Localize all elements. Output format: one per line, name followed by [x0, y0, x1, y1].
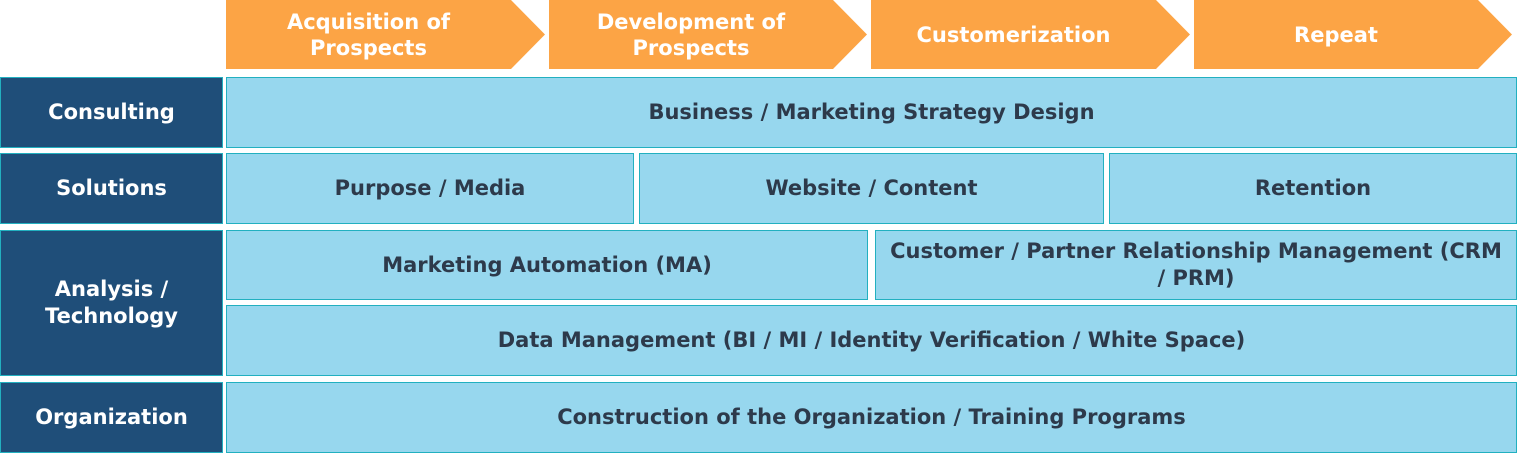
phase-arrow-development: Development of Prospects [549, 0, 867, 69]
phase-arrow-repeat: Repeat [1194, 0, 1512, 69]
phase-label: Repeat [1294, 22, 1378, 47]
cell-data-management: Data Management (BI / MI / Identity Veri… [226, 305, 1517, 376]
row-label-organization: Organization [0, 382, 223, 453]
phase-arrow-customerization: Customerization [871, 0, 1190, 69]
phase-label: Customerization [916, 22, 1111, 47]
cell-purpose-media: Purpose / Media [226, 153, 634, 224]
cell-business-strategy: Business / Marketing Strategy Design [226, 77, 1517, 148]
row-label-analysis: Analysis / Technology [0, 230, 223, 376]
row-label-solutions: Solutions [0, 153, 223, 224]
phase-label: Acquisition of Prospects [286, 9, 451, 60]
cell-crm-prm: Customer / Partner Relationship Manageme… [875, 230, 1517, 300]
row-label-consulting: Consulting [0, 77, 223, 148]
cell-organization-training: Construction of the Organization / Train… [226, 382, 1517, 453]
cell-marketing-automation: Marketing Automation (MA) [226, 230, 868, 300]
cell-website-content: Website / Content [639, 153, 1104, 224]
cell-retention: Retention [1109, 153, 1517, 224]
phase-label: Development of Prospects [596, 9, 786, 60]
phase-arrow-acquisition: Acquisition of Prospects [226, 0, 545, 69]
